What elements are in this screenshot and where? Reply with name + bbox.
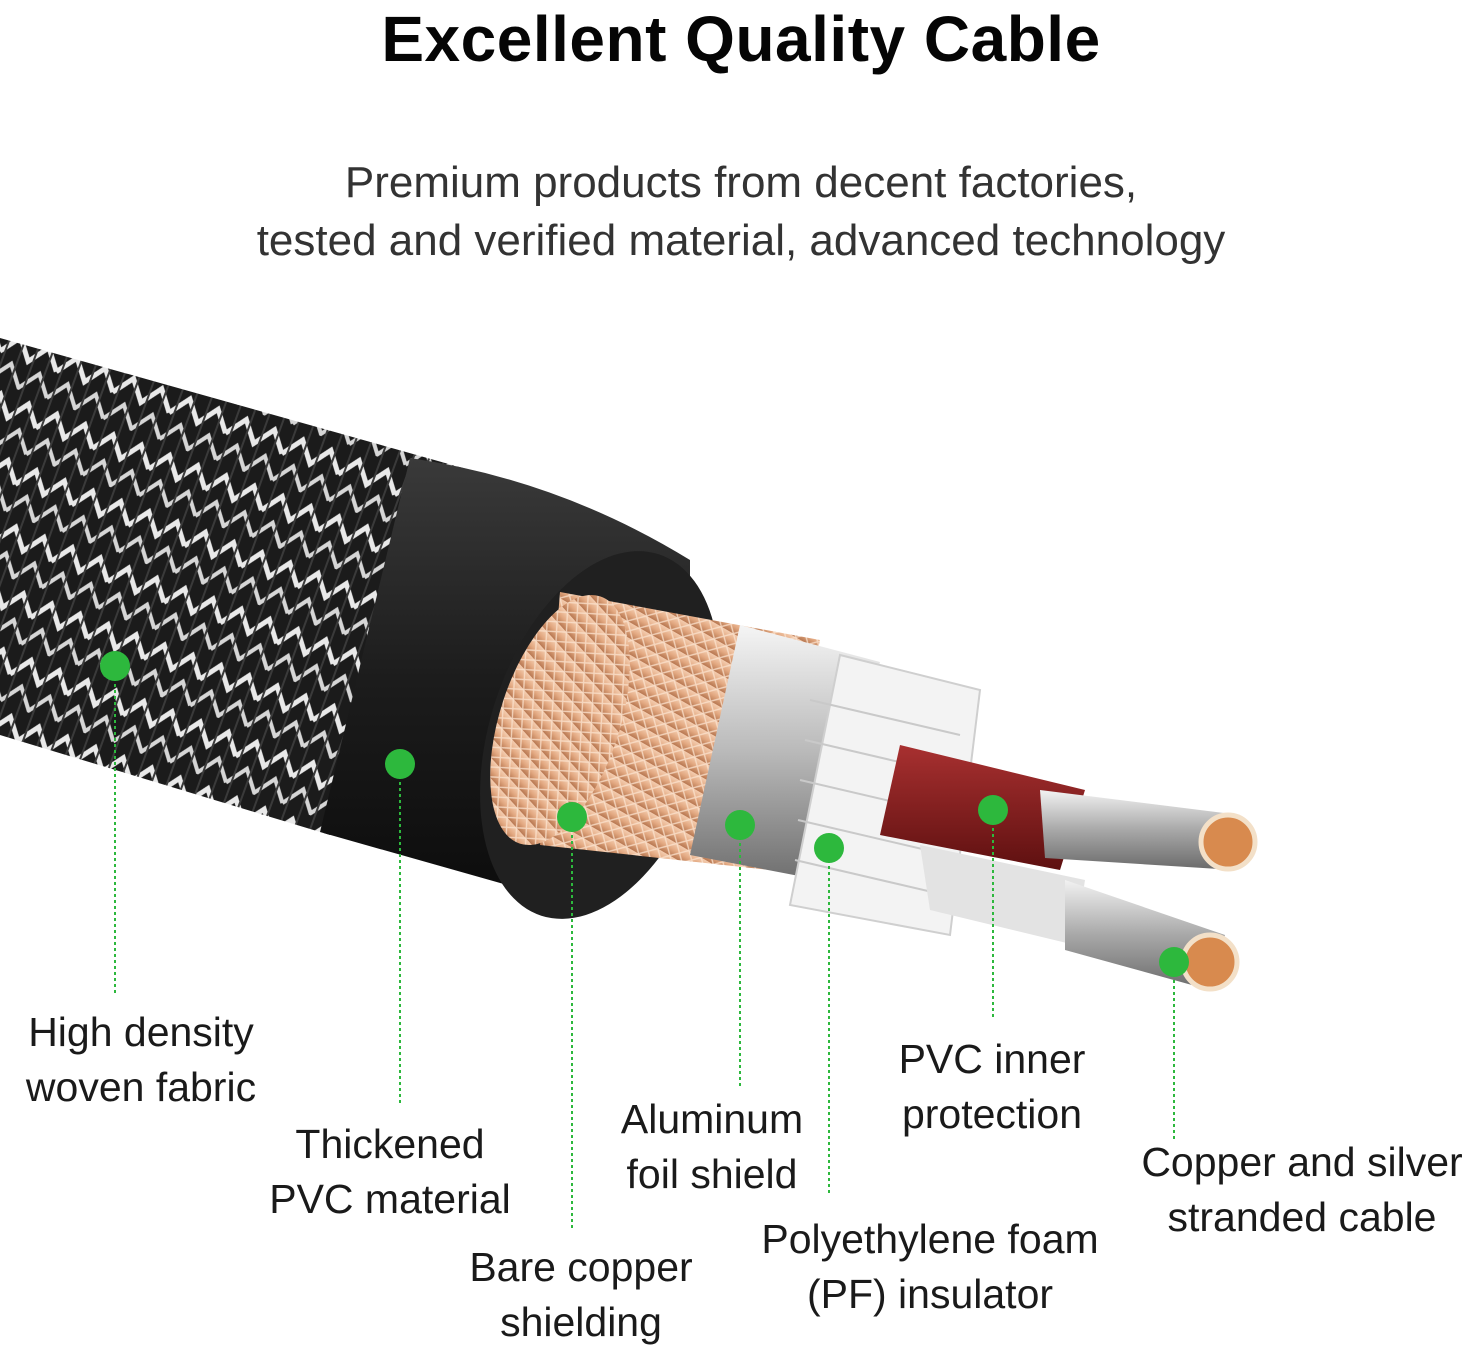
label-pf-insulator: Polyethylene foam (PF) insulator <box>735 1212 1125 1322</box>
dot-stranded-cable <box>1159 947 1189 977</box>
label-pf-insulator-line2: (PF) insulator <box>806 1271 1054 1317</box>
copper-shield-end <box>490 594 630 846</box>
label-woven-fabric-line1: High density <box>28 1009 254 1055</box>
dot-copper-shielding <box>557 802 587 832</box>
label-inner-protection-line2: protection <box>901 1091 1083 1137</box>
dot-woven-fabric <box>100 651 130 681</box>
label-copper-shielding-line2: shielding <box>500 1299 662 1345</box>
label-woven-fabric-line2: woven fabric <box>25 1064 257 1110</box>
label-inner-protection-line1: PVC inner <box>898 1036 1086 1082</box>
dot-foil-shield <box>725 810 755 840</box>
dot-pf-insulator <box>814 833 844 863</box>
label-foil-shield-line1: Aluminum <box>620 1096 804 1142</box>
label-stranded-cable-line2: stranded cable <box>1167 1194 1437 1240</box>
dot-inner-protection <box>978 795 1008 825</box>
upper-stranded-wire <box>1040 790 1240 870</box>
label-foil-shield: Aluminum foil shield <box>602 1092 822 1202</box>
label-stranded-cable: Copper and silver stranded cable <box>1122 1135 1482 1245</box>
label-copper-shielding-line1: Bare copper <box>469 1244 693 1290</box>
label-inner-protection: PVC inner protection <box>872 1032 1112 1142</box>
upper-copper-core <box>1198 812 1258 872</box>
label-pvc-material-line2: PVC material <box>269 1176 511 1222</box>
label-pf-insulator-line1: Polyethylene foam <box>761 1216 1099 1262</box>
page-title: Excellent Quality Cable <box>381 3 1101 75</box>
dot-pvc-material <box>385 749 415 779</box>
label-foil-shield-line2: foil shield <box>626 1151 798 1197</box>
subtitle-line-1: Premium products from decent factories, <box>344 158 1138 207</box>
subtitle-line-2: tested and verified material, advanced t… <box>256 216 1226 265</box>
label-copper-shielding: Bare copper shielding <box>445 1240 717 1350</box>
white-inner-protection <box>920 845 1085 945</box>
lower-copper-core <box>1180 932 1240 992</box>
label-pvc-material: Thickened PVC material <box>250 1117 530 1227</box>
label-pvc-material-line1: Thickened <box>295 1121 485 1167</box>
label-woven-fabric: High density woven fabric <box>0 1005 282 1115</box>
label-stranded-cable-line1: Copper and silver <box>1141 1139 1463 1185</box>
